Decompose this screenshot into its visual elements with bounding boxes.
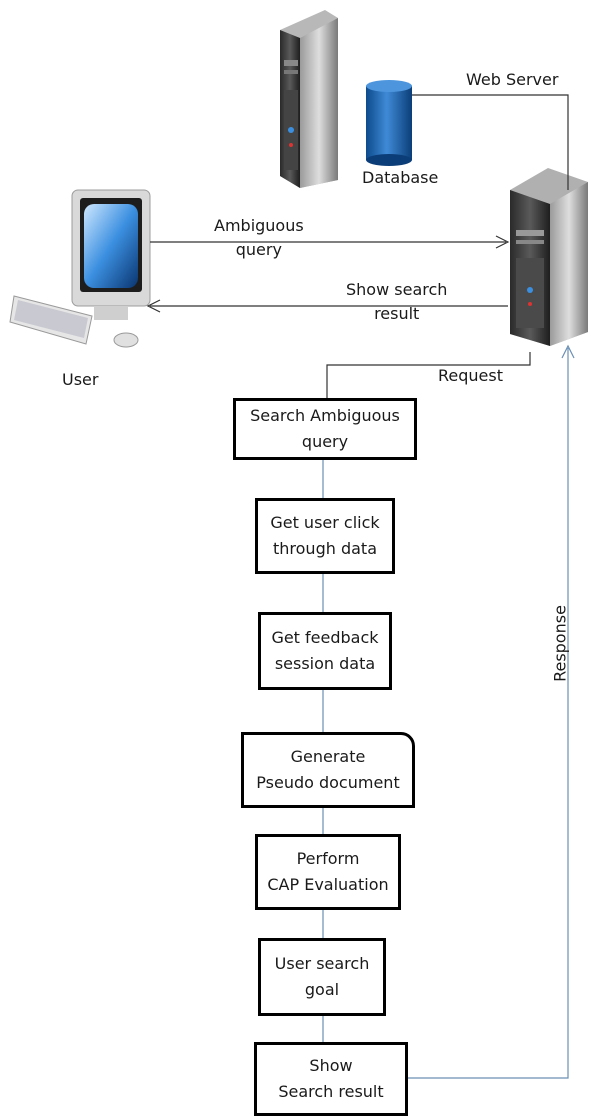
web-server-icon xyxy=(510,168,588,346)
request-line xyxy=(326,352,531,398)
response-line xyxy=(408,348,569,1079)
step-get-click-through-data: Get user click through data xyxy=(255,498,395,574)
step-user-search-goal: User search goal xyxy=(258,938,386,1016)
connector-lines xyxy=(146,94,575,1079)
response-label: Response xyxy=(550,605,570,682)
step-perform-cap-evaluation: Perform CAP Evaluation xyxy=(255,834,401,910)
web-server-label: Web Server xyxy=(466,70,559,89)
show-search-result-label: Show search result xyxy=(346,280,448,323)
step-get-feedback-session-data: Get feedback session data xyxy=(258,612,392,690)
user-computer-icon xyxy=(9,189,151,348)
database-cylinder-icon xyxy=(366,80,412,166)
request-label: Request xyxy=(438,366,503,385)
database-server-icon xyxy=(280,10,338,188)
user-label: User xyxy=(62,370,99,389)
ambiguous-query-label: Ambiguous query xyxy=(214,216,304,259)
step-show-search-result: Show Search result xyxy=(254,1042,408,1116)
db-to-server-line xyxy=(412,94,569,190)
database-label: Database xyxy=(362,168,439,187)
step-search-ambiguous-query: Search Ambiguous query xyxy=(233,398,417,460)
step-generate-pseudo-document: Generate Pseudo document xyxy=(241,732,415,808)
